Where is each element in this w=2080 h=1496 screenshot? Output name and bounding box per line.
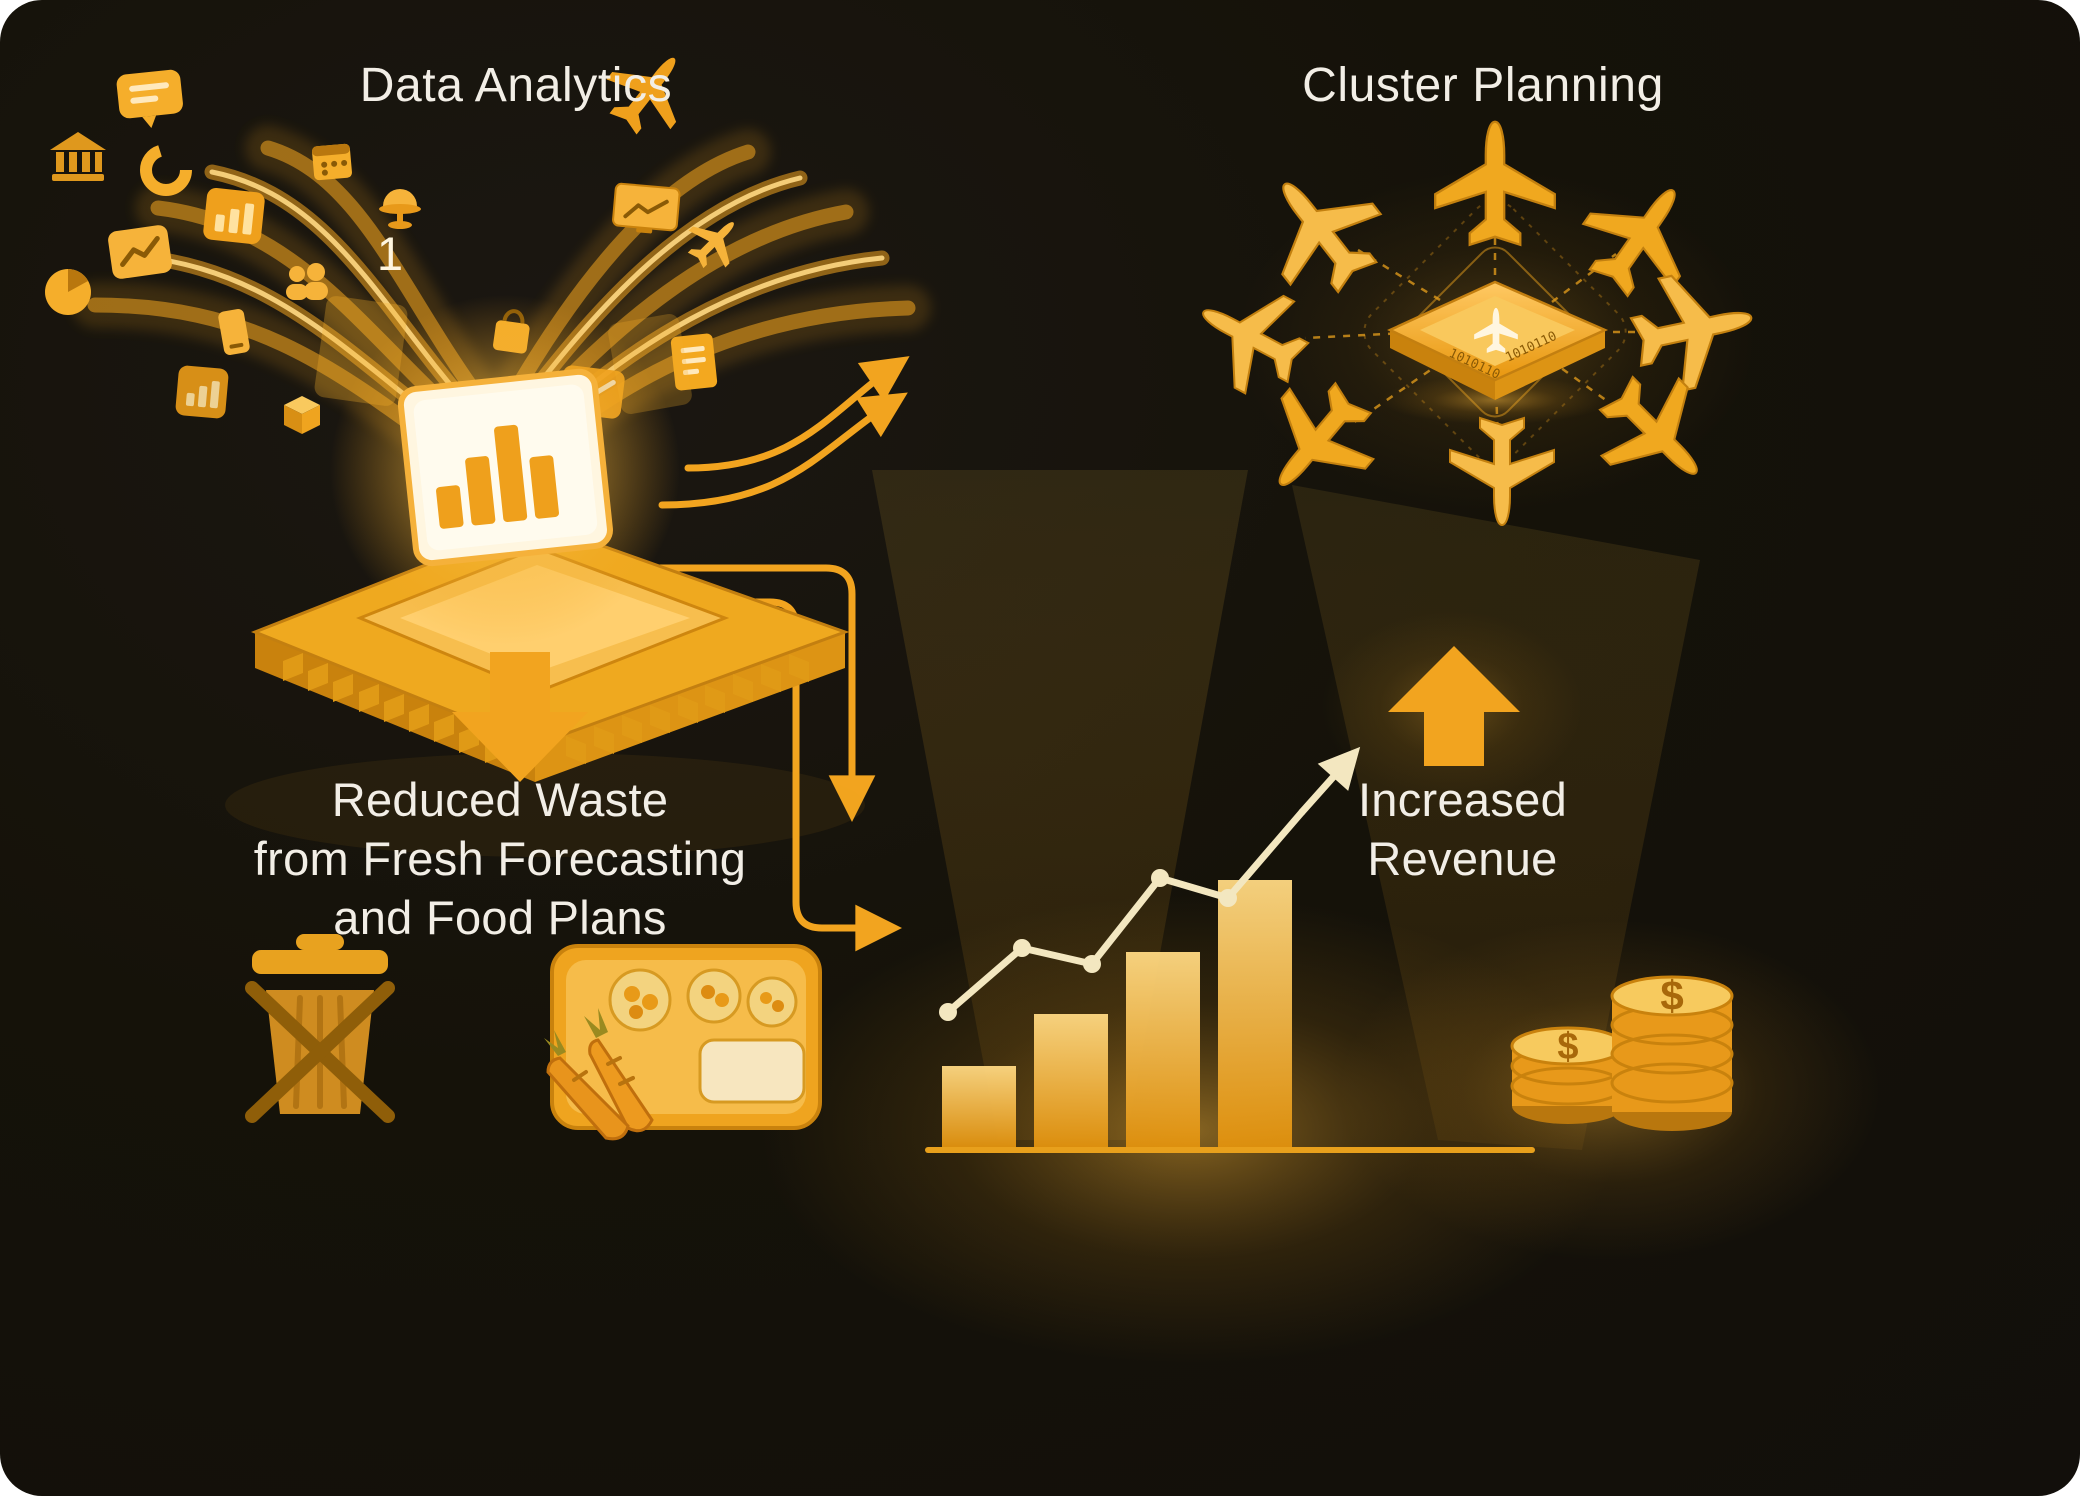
trash-can-icon [245,934,395,1123]
coin-stack-tall: $ [1610,972,1734,1131]
calendar-icon [312,143,352,181]
cross-out-x [245,981,395,1123]
increased-revenue-line-1: Increased [1357,773,1568,826]
cluster-planning-graphic: 1010110 1010110 [1178,120,1765,526]
document-chart-icon [670,333,718,391]
reduced-waste-line-1: Reduced Waste [331,773,669,826]
cube-box-icon [284,396,320,434]
light-beams [760,470,1880,1365]
currency-symbol: $ [1660,972,1683,1019]
cpu-chip [225,295,865,857]
bar-chart-card-icon [203,188,265,244]
chip-screen [397,368,613,567]
revenue-chart [925,746,1535,1153]
people-group-icon [286,263,328,300]
currency-symbol: $ [1557,1026,1578,1068]
section-title-cluster-planning: Cluster Planning [1302,59,1664,112]
dessert-stand-icon [379,189,421,229]
reduced-waste-line-3: and Food Plans [333,891,667,944]
arrow-to-cluster-1 [684,356,910,472]
up-block-arrow [1322,611,1582,801]
mobile-phone-icon [218,309,250,355]
section-title-data-analytics: Data Analytics [359,59,673,112]
chip-pins [283,653,809,764]
increased-revenue-label: Increased Revenue [1210,770,1715,888]
reduced-waste-label: Reduced Waste from Fresh Forecasting and… [110,770,890,947]
coin-stack-short: $ [1510,1026,1626,1124]
reduced-waste-line-2: from Fresh Forecasting [253,832,747,885]
pie-chart-icon [45,269,91,315]
stream-number-label: 1 [376,227,404,280]
chip-side-cards [314,296,692,414]
increased-revenue-line-2: Revenue [1367,832,1558,885]
bank-building-icon [50,132,106,181]
carrots-icon [544,1008,654,1141]
monitor-chart-icon [612,182,681,234]
food-tray-icon [544,944,822,1141]
trend-line [939,746,1361,1021]
connector-arrows [594,356,910,952]
line-chart-card-icon [108,225,172,279]
donut-chart-icon [140,144,192,196]
arrow-to-cluster-2 [658,392,908,509]
arrow-to-revenue-2 [594,598,902,952]
down-block-arrow [452,652,588,782]
speech-bubble-icon [116,69,183,129]
cluster-center-chip: 1010110 1010110 [1380,280,1610,424]
bar-tile-icon [175,365,229,419]
coin-stacks-icon: $ $ [1510,972,1734,1131]
arrow-to-revenue-1 [618,564,876,822]
